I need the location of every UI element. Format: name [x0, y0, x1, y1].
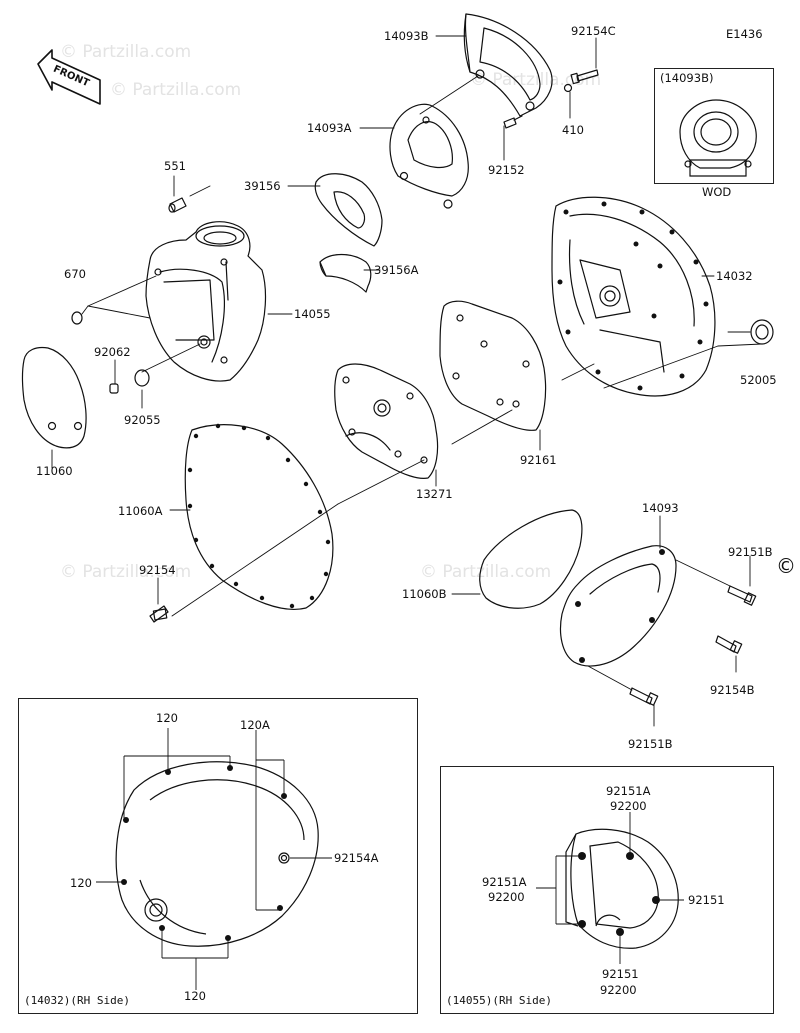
inset-14032-label-bottom: 120 — [184, 989, 206, 1003]
gasket-11060a — [184, 424, 334, 610]
part-label-52005: 52005 — [740, 373, 777, 387]
part-label-11060b: 11060B — [402, 587, 447, 601]
part-label-13271: 13271 — [416, 487, 453, 501]
inset-14032-box — [18, 698, 418, 1014]
plate-92161 — [439, 300, 547, 431]
part-label-39156a: 39156A — [374, 263, 419, 277]
cover-14093a — [389, 103, 469, 209]
part-label-410: 410 — [562, 123, 584, 137]
front-arrow-icon — [37, 49, 101, 105]
inset-14032-label-left: 120 — [70, 876, 92, 890]
inset-14055-label-bottom2: 92200 — [600, 983, 637, 997]
diagram-code: E1436 — [726, 27, 763, 41]
part-label-92154: 92154 — [139, 563, 176, 577]
part-label-39156: 39156 — [244, 179, 281, 193]
part-label-92151b-upper: 92151B — [728, 545, 773, 559]
part-label-92151b-lower: 92151B — [628, 737, 673, 751]
gasket-11060b — [479, 509, 583, 609]
plate-13271 — [334, 363, 439, 479]
oring-670 — [71, 311, 83, 325]
inset-14055-caption: (14055)(RH Side) — [446, 994, 552, 1007]
part-label-11060: 11060 — [36, 464, 73, 478]
cover-14093b — [463, 13, 553, 117]
plate-39156a — [319, 253, 372, 293]
inset-14032-label-top-a: 120A — [240, 718, 270, 732]
watermark: © Partzilla.com — [110, 80, 242, 100]
part-label-92152: 92152 — [488, 163, 525, 177]
pin-551 — [168, 197, 187, 213]
bolt-92151b-upper — [727, 585, 757, 606]
gasket-11060 — [21, 346, 87, 449]
part-label-92154b: 92154B — [710, 683, 755, 697]
part-label-92055: 92055 — [124, 413, 161, 427]
wod-inset-caption: WOD — [702, 185, 732, 199]
part-label-670: 670 — [64, 267, 86, 281]
inset-14055-label-bottom1: 92151 — [602, 967, 639, 981]
part-label-14093: 14093 — [642, 501, 679, 515]
part-label-14093b: 14093B — [384, 29, 429, 43]
wod-inset-title: (14093B) — [660, 71, 714, 85]
inset-14055-label-left1: 92151A — [482, 875, 527, 889]
oring-92055 — [134, 369, 150, 387]
bolt-92152 — [503, 115, 523, 129]
inset-14032-label-right: 92154A — [334, 851, 379, 865]
cover-14093 — [559, 545, 677, 667]
watermark: © Partzilla.com — [60, 42, 192, 62]
cover-14032 — [551, 196, 716, 397]
bolt-92151b-lower — [629, 687, 659, 706]
inset-14032-label-top: 120 — [156, 711, 178, 725]
part-label-14055: 14055 — [294, 307, 331, 321]
dowel-92062 — [109, 383, 119, 394]
watermark: © Partzilla.com — [420, 562, 552, 582]
washer-410 — [563, 83, 573, 93]
part-label-92161: 92161 — [520, 453, 557, 467]
part-label-14032: 14032 — [716, 269, 753, 283]
inset-14055-box — [440, 766, 774, 1014]
part-label-11060a: 11060A — [118, 504, 163, 518]
inset-14032-caption: (14032)(RH Side) — [24, 994, 130, 1007]
part-label-551: 551 — [164, 159, 186, 173]
copyright-symbol: © — [776, 554, 796, 578]
plate-39156 — [314, 173, 383, 247]
part-label-92062: 92062 — [94, 345, 131, 359]
part-label-14093a: 14093A — [307, 121, 352, 135]
inset-14055-label-right: 92151 — [688, 893, 725, 907]
bolt-92154 — [149, 605, 169, 623]
inset-14055-label-top1: 92151A — [606, 784, 651, 798]
housing-14055 — [145, 221, 267, 382]
bolt-92154c — [570, 69, 599, 85]
bolt-92154b — [715, 635, 743, 654]
watermark: © Partzilla.com — [60, 562, 192, 582]
inset-wod-box — [654, 68, 774, 184]
part-label-92154c: 92154C — [571, 24, 616, 38]
inset-14055-label-left2: 92200 — [488, 890, 525, 904]
inset-14055-label-top2: 92200 — [610, 799, 647, 813]
